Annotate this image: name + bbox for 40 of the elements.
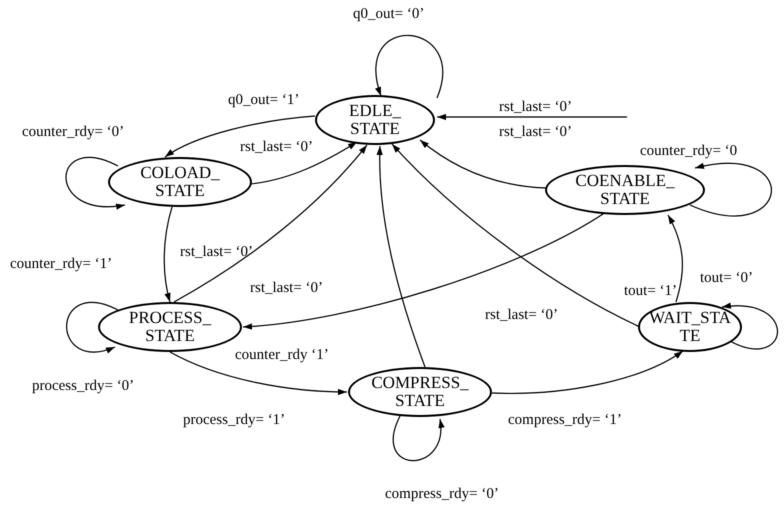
self-loop-arrow: [392, 416, 444, 462]
transition-arrow: [376, 146, 426, 368]
edge-label: counter_rdy= ‘0’: [22, 124, 124, 141]
transition-arrow: [170, 351, 348, 395]
transition-arrow: [420, 140, 546, 189]
state-name: COMPRESS_ STATE: [370, 374, 470, 410]
transition-arrow: [164, 115, 316, 158]
self-loop-arrow: [66, 302, 118, 353]
edge-label: compress_rdy= ‘1’: [508, 412, 622, 429]
edge-label: rst_last= ‘0’: [240, 139, 314, 156]
state-name: COLOAD_ STATE: [139, 164, 221, 200]
self-loop-arrow: [376, 35, 443, 98]
transition-arrow: [174, 144, 368, 303]
state-name: WAIT_STA TE: [648, 309, 732, 345]
condition-label: rst_last= ‘0’: [499, 124, 572, 141]
edge-label: rst_last= ‘0’: [250, 280, 324, 297]
transition-arrow: [392, 144, 640, 328]
edge-label: counter_rdy= ‘1’: [10, 256, 112, 273]
transition-arrow: [164, 206, 173, 302]
edge-label: compress_rdy= ‘0’: [385, 486, 499, 503]
edge-label: rst_last= ‘0’: [499, 99, 572, 116]
edge-label: tout= ‘0’: [700, 270, 754, 287]
edge-label: counter_rdy ‘1’: [235, 347, 329, 364]
edge-label: counter_rdy= ‘0: [640, 143, 738, 160]
state-name: EDLE_ STATE: [348, 102, 402, 138]
transition-arrow: [437, 114, 627, 120]
edge-label: q0_out= ‘0’: [353, 6, 424, 23]
edge-label: tout= ‘1’: [624, 283, 678, 300]
state-name: COENABLE_ STATE: [574, 172, 676, 208]
self-loop-arrow: [690, 163, 772, 216]
edge-label: process_rdy= ‘1’: [183, 412, 286, 429]
edge-label: process_rdy= ‘0’: [32, 378, 134, 395]
self-loop-arrow: [66, 156, 126, 209]
condition-label: rst_last= ‘0’: [180, 244, 254, 261]
edge-label: q0_out= ‘1’: [228, 92, 300, 109]
transition-arrow: [667, 214, 683, 302]
edge-label: rst_last= ‘0’: [485, 307, 558, 324]
transition-arrow: [492, 350, 684, 394]
state-name: PROCESS_ STATE: [128, 309, 212, 345]
self-loop-arrow: [722, 303, 778, 350]
